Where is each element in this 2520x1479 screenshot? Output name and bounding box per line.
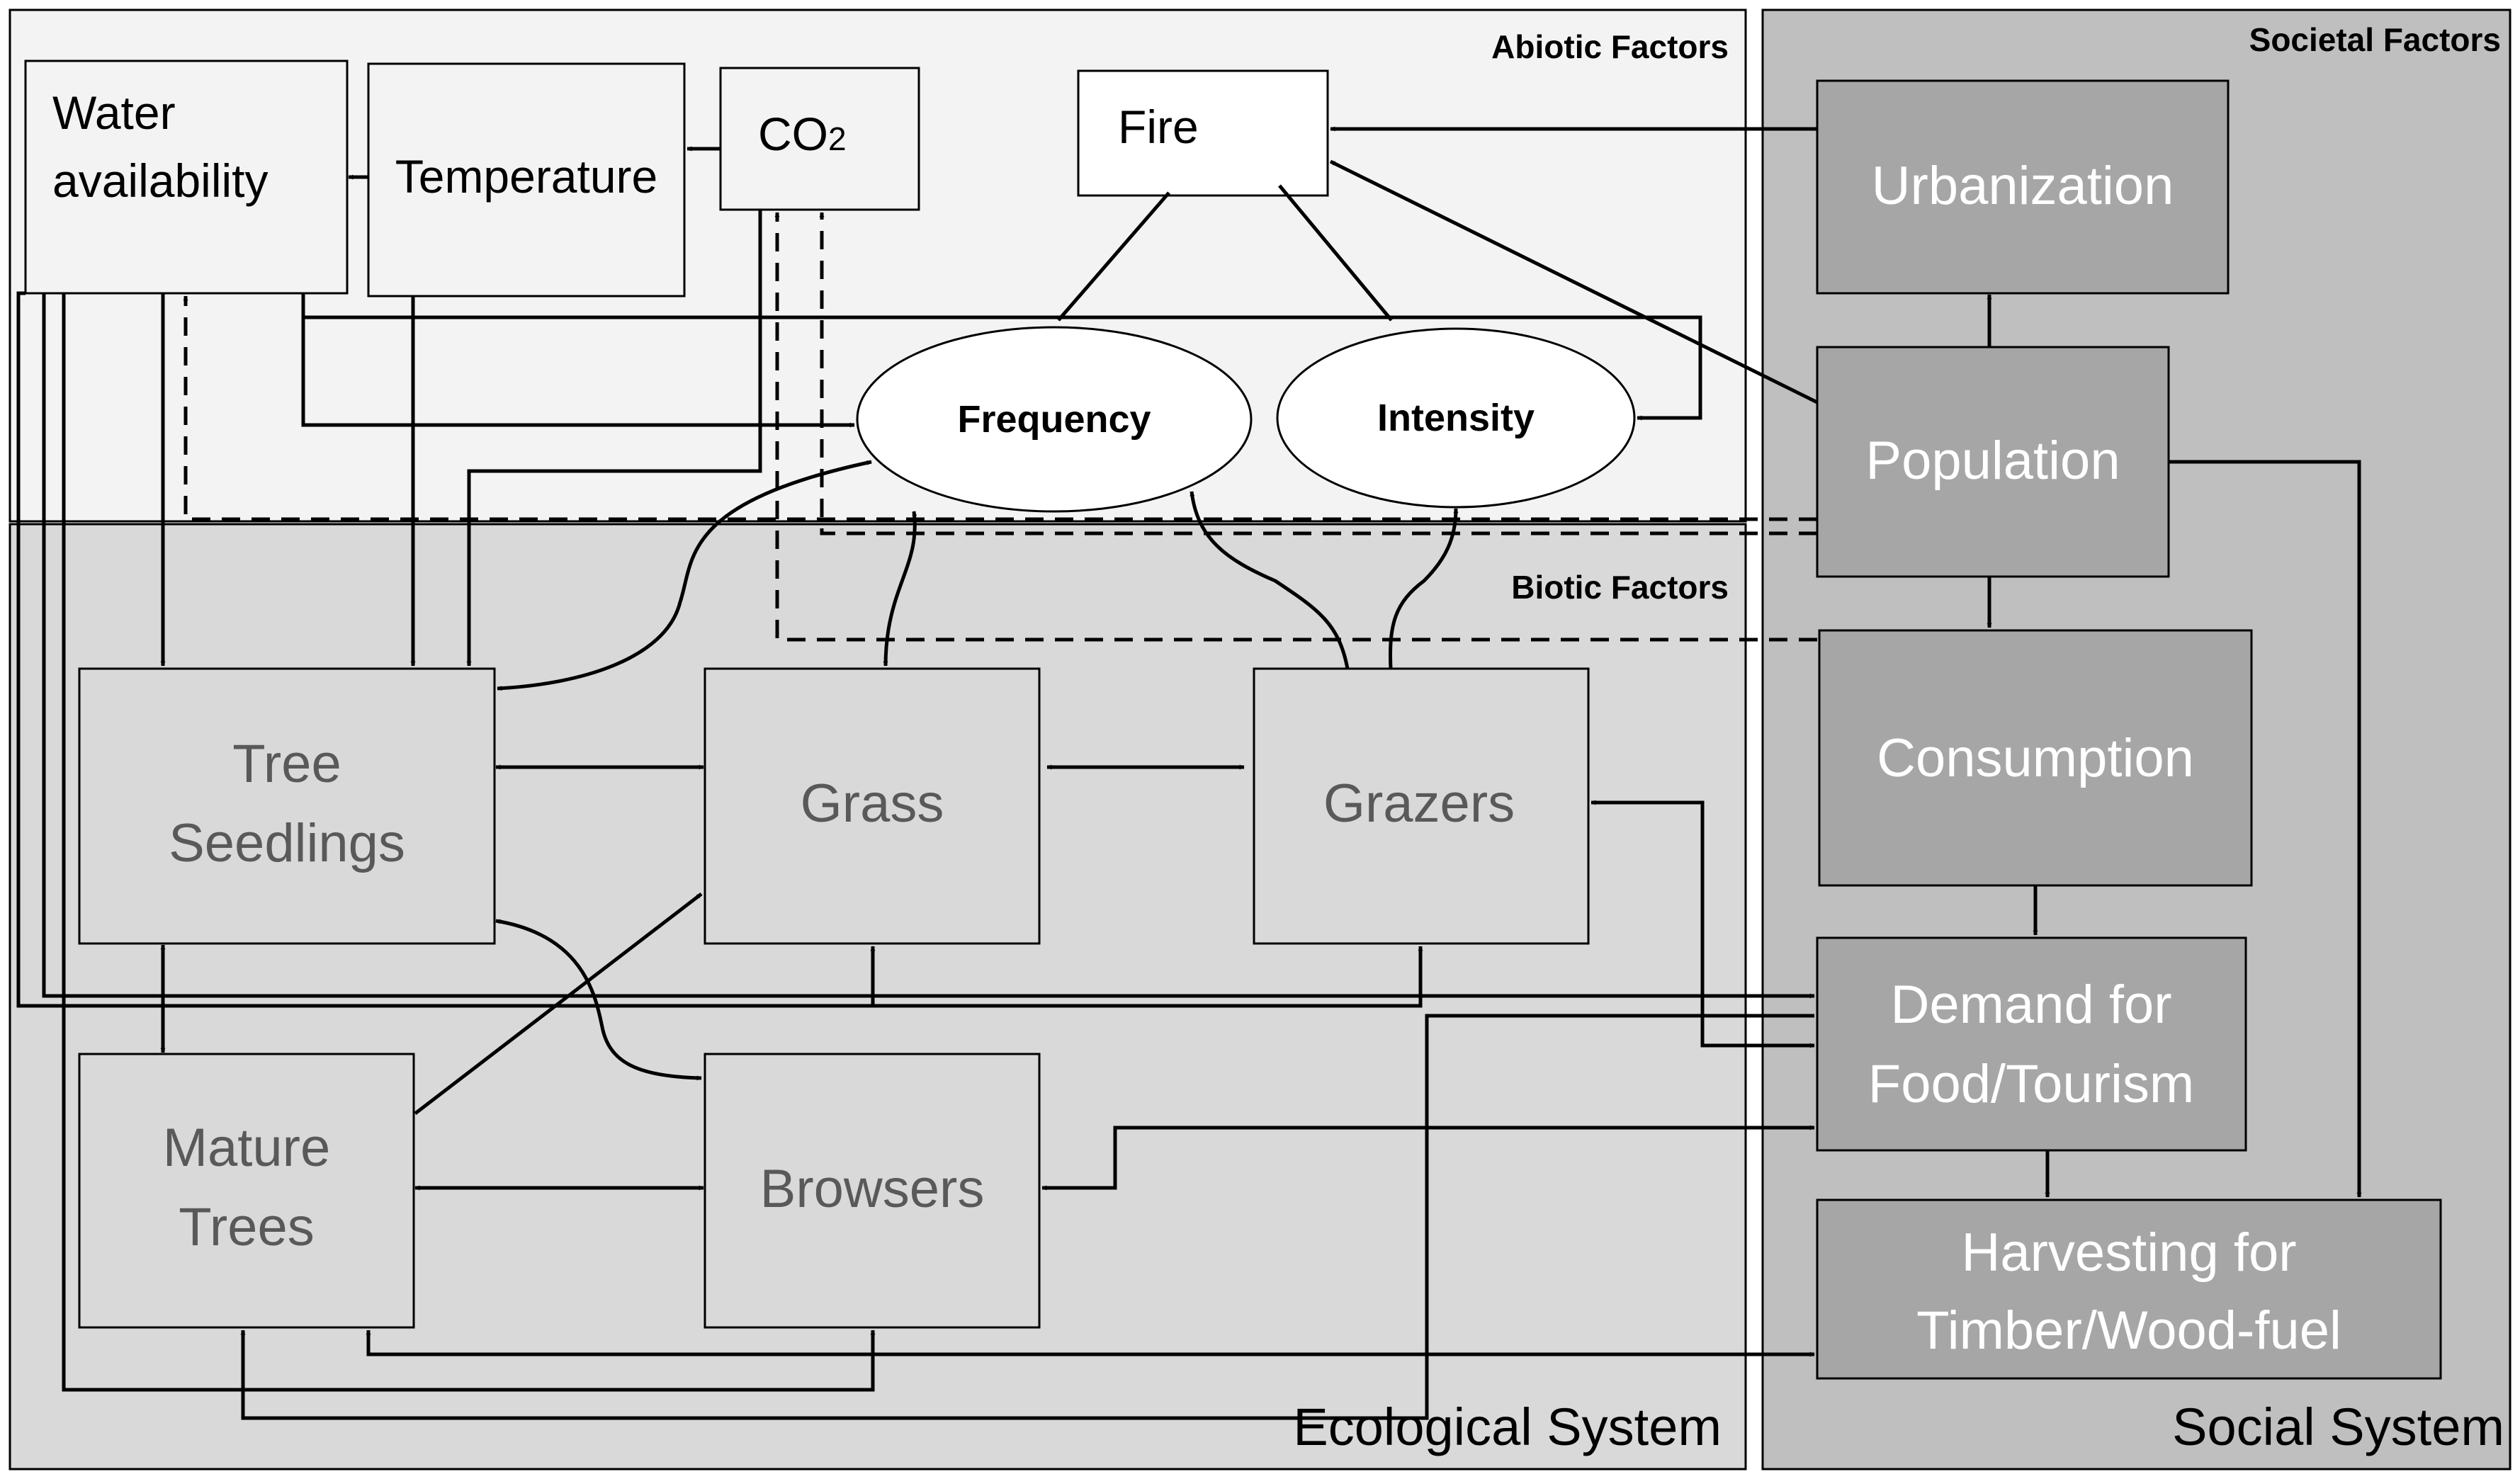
frequency-ellipse — [856, 326, 1253, 513]
consumption-label: Consumption — [1877, 728, 2194, 788]
harvesting-label-2: Timber/Wood-fuel — [1916, 1300, 2341, 1361]
grass-label: Grass — [801, 774, 944, 834]
arrow-demand-mature — [240, 1014, 1814, 1420]
co2-label: CO2 — [758, 108, 847, 160]
frequency-label: Frequency — [957, 398, 1151, 441]
population-label: Population — [1865, 431, 2120, 491]
co2-box — [719, 67, 920, 211]
arrow-water-intensity — [303, 315, 1702, 421]
browsers-label: Browsers — [760, 1159, 985, 1219]
dashed-population-co2-a — [819, 212, 1817, 536]
population-box — [1816, 346, 2170, 578]
dashed-consumption-co2-b — [774, 212, 1817, 642]
fire-label: Fire — [1118, 101, 1199, 153]
ecological-system-label: Ecological System — [1293, 1398, 1722, 1456]
urbanization-box — [1816, 79, 2230, 295]
harvesting-box — [1816, 1198, 2442, 1380]
demand-box — [1816, 936, 2247, 1152]
societal-factors-label: Societal Factors — [2249, 21, 2501, 58]
tree-seedlings-label-1: Tree — [232, 734, 341, 794]
arrow-mature-harvesting — [366, 1330, 1815, 1357]
water-availability-label-1: Water — [52, 86, 176, 139]
grazers-label: Grazers — [1323, 774, 1515, 834]
arrow-seedlings-browsers — [495, 919, 702, 1081]
arrow-water-browsers — [62, 293, 876, 1392]
arrow-demand-browsers — [1041, 1125, 1815, 1191]
abiotic-factors-label: Abiotic Factors — [1491, 28, 1729, 65]
urbanization-label: Urbanization — [1872, 156, 2174, 216]
arrow-demand-grazers — [1590, 800, 1815, 1048]
dashed-population-water — [183, 295, 1817, 521]
browsers-box — [704, 1053, 1041, 1329]
harvesting-label-1: Harvesting for — [1961, 1223, 2296, 1283]
fire-box — [1077, 69, 1329, 197]
arrow-water-grass-grazers — [16, 291, 1423, 1008]
arrow-fire-intensity — [1278, 184, 1393, 322]
arrow-population-fire — [1329, 159, 1819, 404]
mature-trees-box — [78, 1053, 415, 1329]
demand-label-1: Demand for — [1890, 975, 2171, 1035]
tree-seedlings-box — [78, 667, 496, 945]
arrow-frequency-seedlings — [497, 460, 872, 691]
arrow-grazers-frequency — [1190, 491, 1350, 669]
grass-box — [704, 667, 1041, 945]
biotic-factors-label: Biotic Factors — [1511, 569, 1729, 606]
tree-seedlings-label-2: Seedlings — [169, 813, 405, 873]
arrow-grazers-intensity — [1389, 508, 1459, 669]
social-system-label: Social System — [2172, 1398, 2504, 1456]
mature-trees-label-1: Mature — [163, 1118, 331, 1178]
water-availability-box — [24, 60, 349, 295]
mature-trees-label-2: Trees — [179, 1197, 314, 1257]
grazers-box — [1253, 667, 1590, 945]
arrow-water-demand — [42, 293, 1815, 999]
consumption-box — [1818, 629, 2253, 887]
water-availability-label-2: availability — [52, 154, 268, 207]
temperature-label: Temperature — [395, 150, 658, 203]
arrow-water-frequency — [301, 293, 855, 428]
temperature-box — [367, 62, 686, 298]
arrow-fire-frequency — [1057, 191, 1170, 322]
intensity-label: Intensity — [1377, 397, 1535, 439]
demand-label-2: Food/Tourism — [1868, 1054, 2194, 1114]
arrow-population-harvesting — [2169, 460, 2362, 1198]
intensity-ellipse — [1276, 327, 1636, 509]
